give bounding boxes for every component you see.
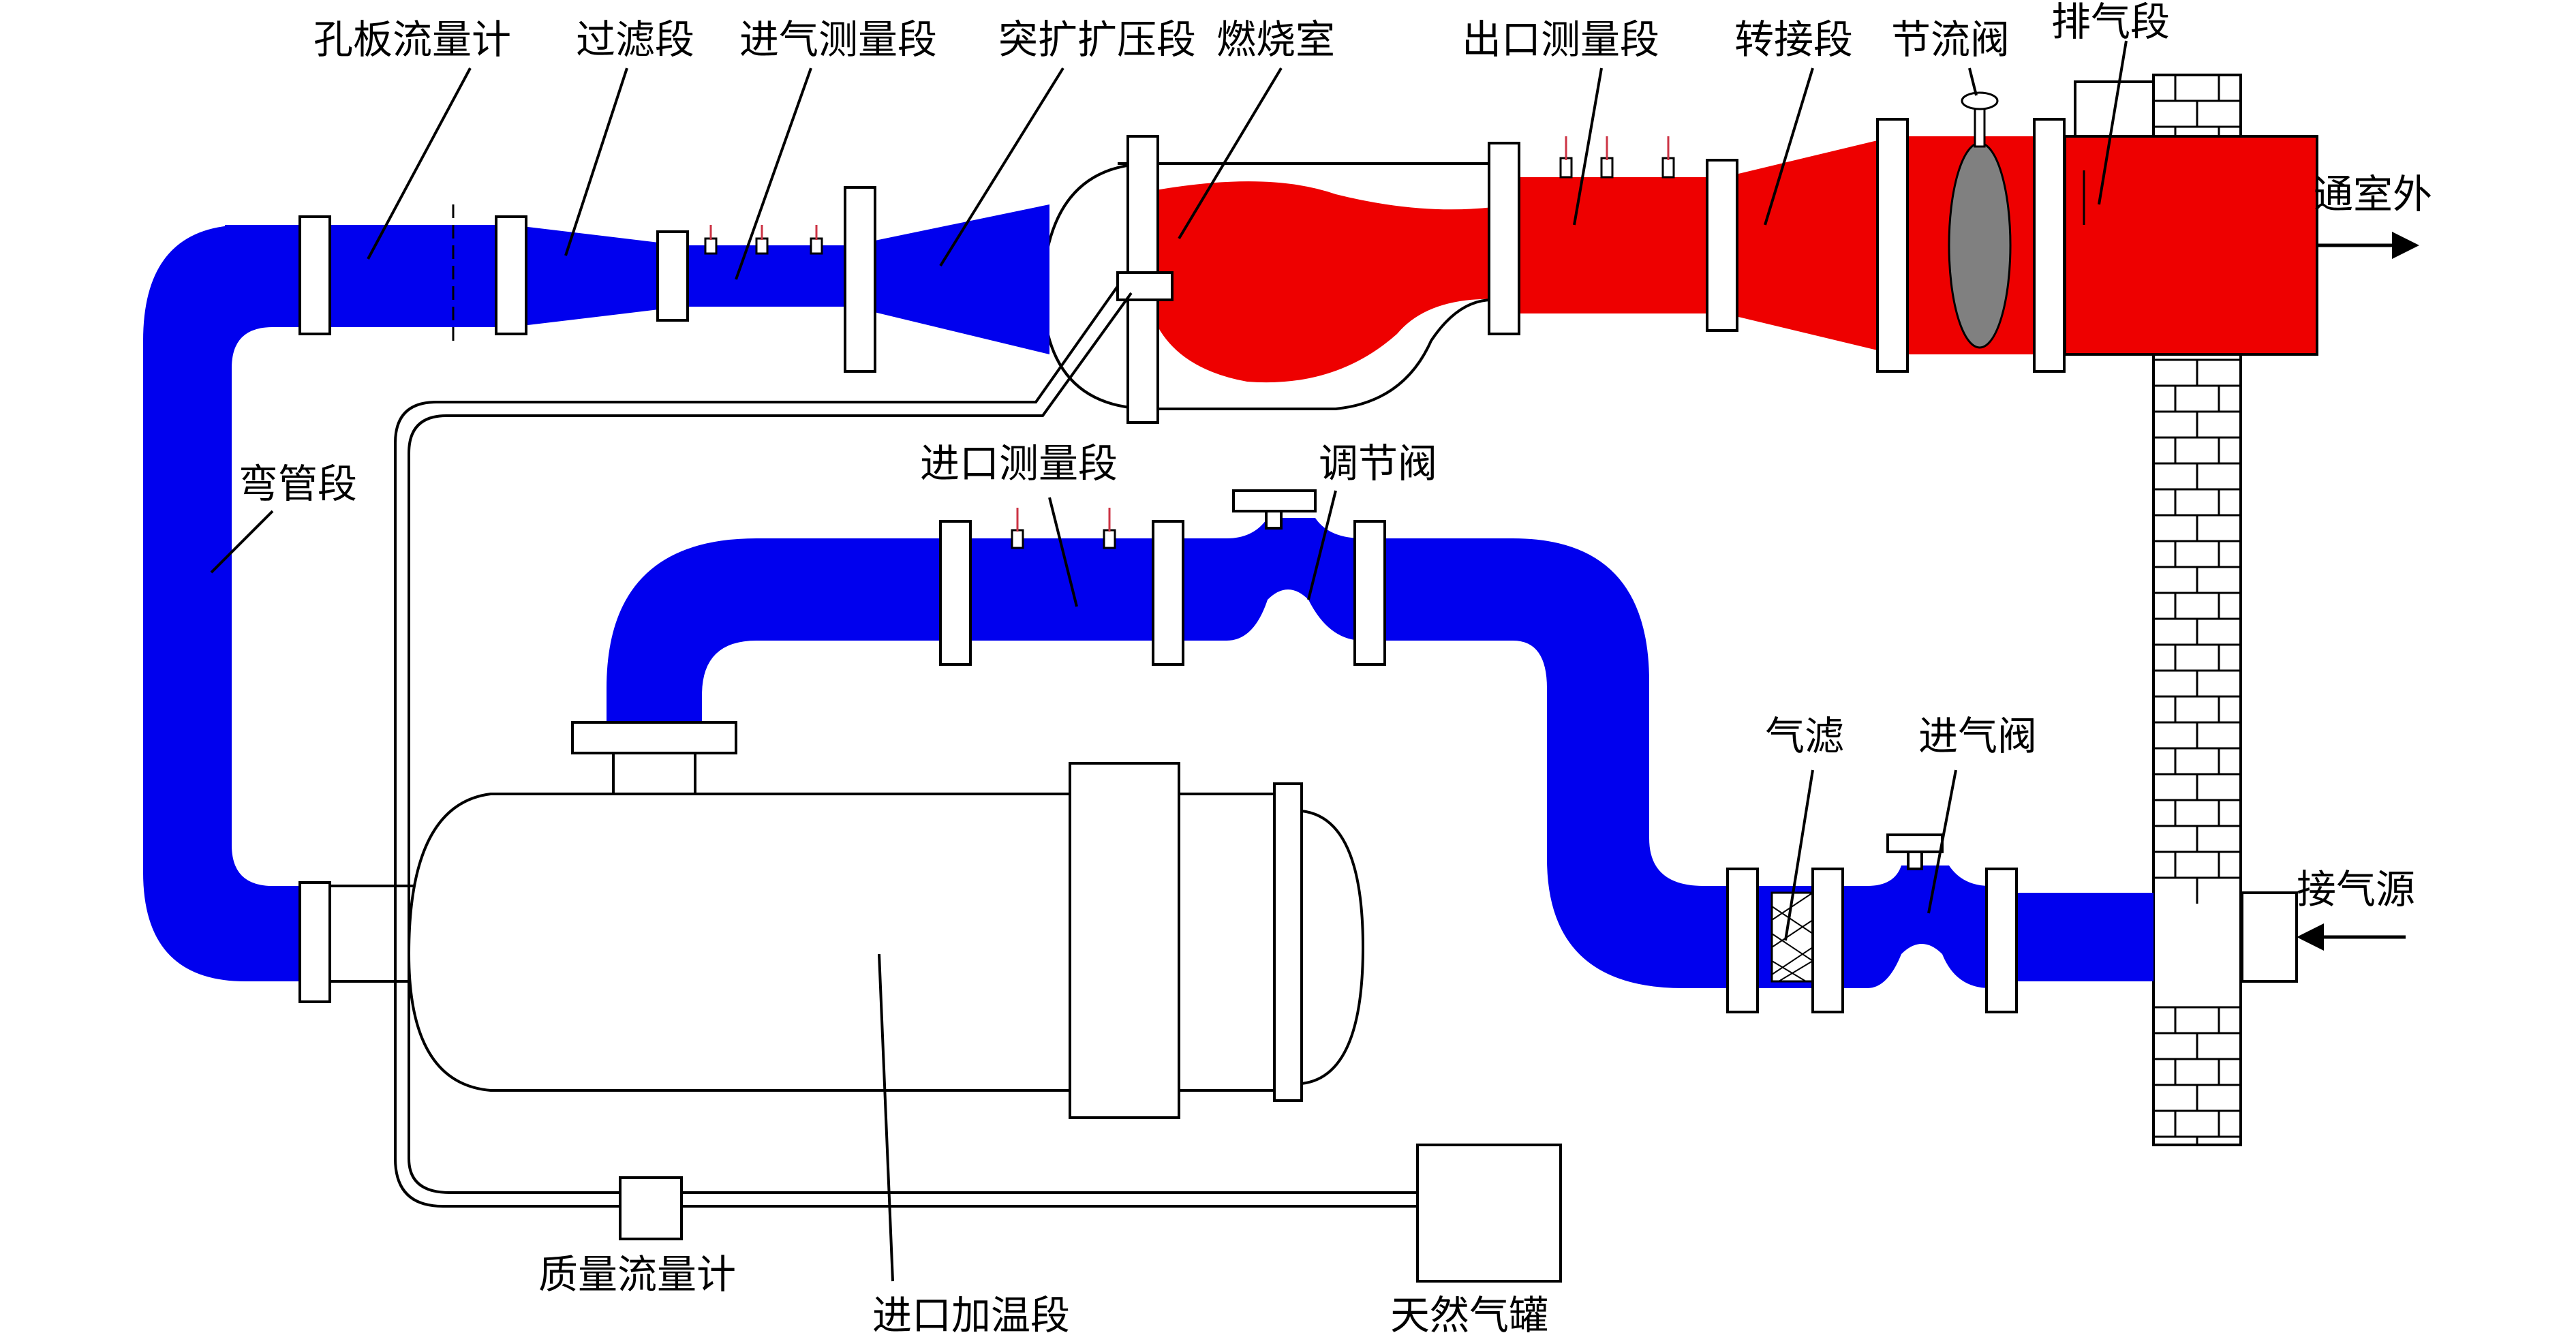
label-orifice-meter: 孔板流量计: [313, 16, 511, 63]
label-throttle-valve: 节流阀: [1891, 16, 2010, 63]
outflow-arrow: [2317, 232, 2419, 259]
diffuser-cone: [852, 204, 1049, 354]
mass-flow-meter-box: [619, 1176, 683, 1240]
inflow-arrow: [2297, 923, 2406, 951]
label-sudden-expansion: 突扩扩压段: [998, 16, 1196, 63]
label-gas-source: 接气源: [2297, 866, 2415, 913]
label-regulating-valve: 调节阀: [1319, 440, 1437, 487]
flanges: [298, 118, 2066, 1013]
label-filter-section: 过滤段: [576, 16, 694, 63]
label-intake-measure: 进气测量段: [739, 16, 937, 63]
label-combustor: 燃烧室: [1216, 16, 1335, 63]
label-inlet-heater: 进口加温段: [872, 1292, 1070, 1333]
elbow-pipe: [143, 225, 300, 981]
label-gas-tank: 天然气罐: [1390, 1292, 1548, 1333]
label-gas-filter: 气滤: [1765, 713, 1844, 759]
label-intake-valve: 进气阀: [1918, 713, 2037, 759]
label-outlet-measure: 出口测量段: [1462, 16, 1659, 63]
label-mass-flow-meter: 质量流量计: [538, 1251, 736, 1298]
gas-tank-box: [1416, 1144, 1562, 1283]
label-inlet-measure: 进口测量段: [920, 440, 1118, 487]
inlet-heater-vessel: [407, 721, 1365, 1119]
outlet-measure-pipe: [1513, 177, 1724, 313]
labels: 孔板流量计 过滤段 进气测量段 突扩扩压段 燃烧室 出口测量段 转接段 节流阀 …: [239, 0, 2432, 1333]
label-elbow: 弯管段: [239, 461, 357, 507]
label-adapter: 转接段: [1734, 16, 1853, 63]
leader-lines: [210, 40, 2128, 1282]
exhaust-box: [2064, 135, 2318, 356]
throttle-valve-disc: [1948, 142, 2012, 349]
gas-filter-mesh: [1770, 891, 1814, 983]
label-exhaust: 排气段: [2051, 0, 2170, 45]
label-to-outdoor: 通室外: [2314, 171, 2432, 217]
hot-section: [1041, 80, 2318, 410]
intake-valve-body: [1840, 865, 1990, 988]
adapter-cone: [1724, 136, 1895, 354]
combustor-liner: [1152, 181, 1513, 383]
regulating-valve-body: [1227, 518, 1363, 641]
fuel-line: [394, 285, 1417, 1208]
